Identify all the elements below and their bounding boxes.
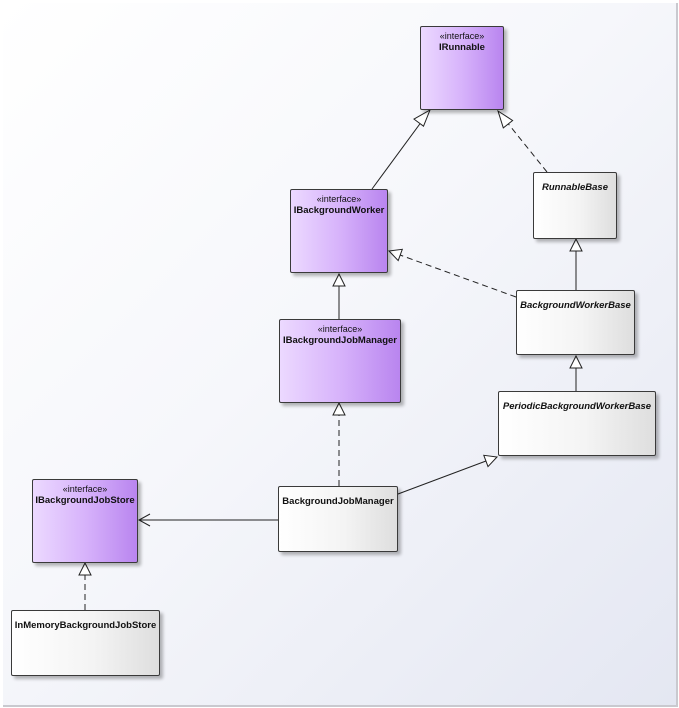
stereotype-label: «interface» (316, 194, 362, 204)
inmemorybackgroundjobstore-node[interactable]: InMemoryBackgroundJobStore (11, 610, 160, 676)
hollow-arrowhead (78, 561, 92, 576)
ibackgroundworker-name: IBackgroundWorker (293, 205, 385, 216)
edge-runnablebase-to-irunnable (505, 120, 548, 173)
periodicbackgroundworkerbase-node[interactable]: PeriodicBackgroundWorkerBase (498, 391, 656, 456)
ibackgroundjobmanager-node[interactable]: «interface» IBackgroundJobManager (279, 319, 401, 403)
edge-backgroundjobmanager-to-periodicbackgroundworkerbase (397, 460, 487, 495)
stereotype-label: «interface» (62, 484, 108, 494)
backgroundworkerbase-node[interactable]: BackgroundWorkerBase (516, 290, 635, 355)
stereotype-label: «interface» (439, 31, 485, 41)
inmemorybackgroundjobstore-name: InMemoryBackgroundJobStore (14, 620, 157, 631)
ibackgroundjobstore-node[interactable]: «interface» IBackgroundJobStore (32, 479, 138, 563)
backgroundjobmanager-name: BackgroundJobManager (282, 496, 394, 507)
hollow-arrowhead (569, 354, 583, 369)
hollow-arrowhead (413, 108, 431, 127)
hollow-arrowhead (483, 454, 499, 468)
hollow-arrowhead (332, 272, 346, 287)
ibackgroundworker-node[interactable]: «interface» IBackgroundWorker (290, 189, 388, 273)
hollow-arrowhead (332, 401, 346, 416)
edge-backgroundworkerbase-to-ibackgroundworker (399, 254, 517, 298)
hollow-arrowhead (387, 248, 404, 262)
runnablebase-name: RunnableBase (542, 182, 608, 193)
irunnable-node[interactable]: «interface» IRunnable (420, 26, 504, 110)
edge-ibackgroundworker-to-irunnable (371, 120, 423, 190)
hollow-arrowhead (569, 237, 583, 252)
backgroundjobmanager-node[interactable]: BackgroundJobManager (278, 486, 398, 552)
ibackgroundjobstore-name: IBackgroundJobStore (35, 495, 135, 506)
runnablebase-node[interactable]: RunnableBase (533, 172, 617, 239)
periodicbackgroundworkerbase-name: PeriodicBackgroundWorkerBase (502, 401, 652, 412)
ibackgroundjobmanager-name: IBackgroundJobManager (282, 335, 398, 346)
stereotype-label: «interface» (317, 324, 363, 334)
backgroundworkerbase-name: BackgroundWorkerBase (520, 300, 631, 311)
irunnable-name: IRunnable (439, 42, 485, 53)
hollow-arrowhead (497, 109, 514, 129)
open-arrowhead (137, 513, 151, 527)
